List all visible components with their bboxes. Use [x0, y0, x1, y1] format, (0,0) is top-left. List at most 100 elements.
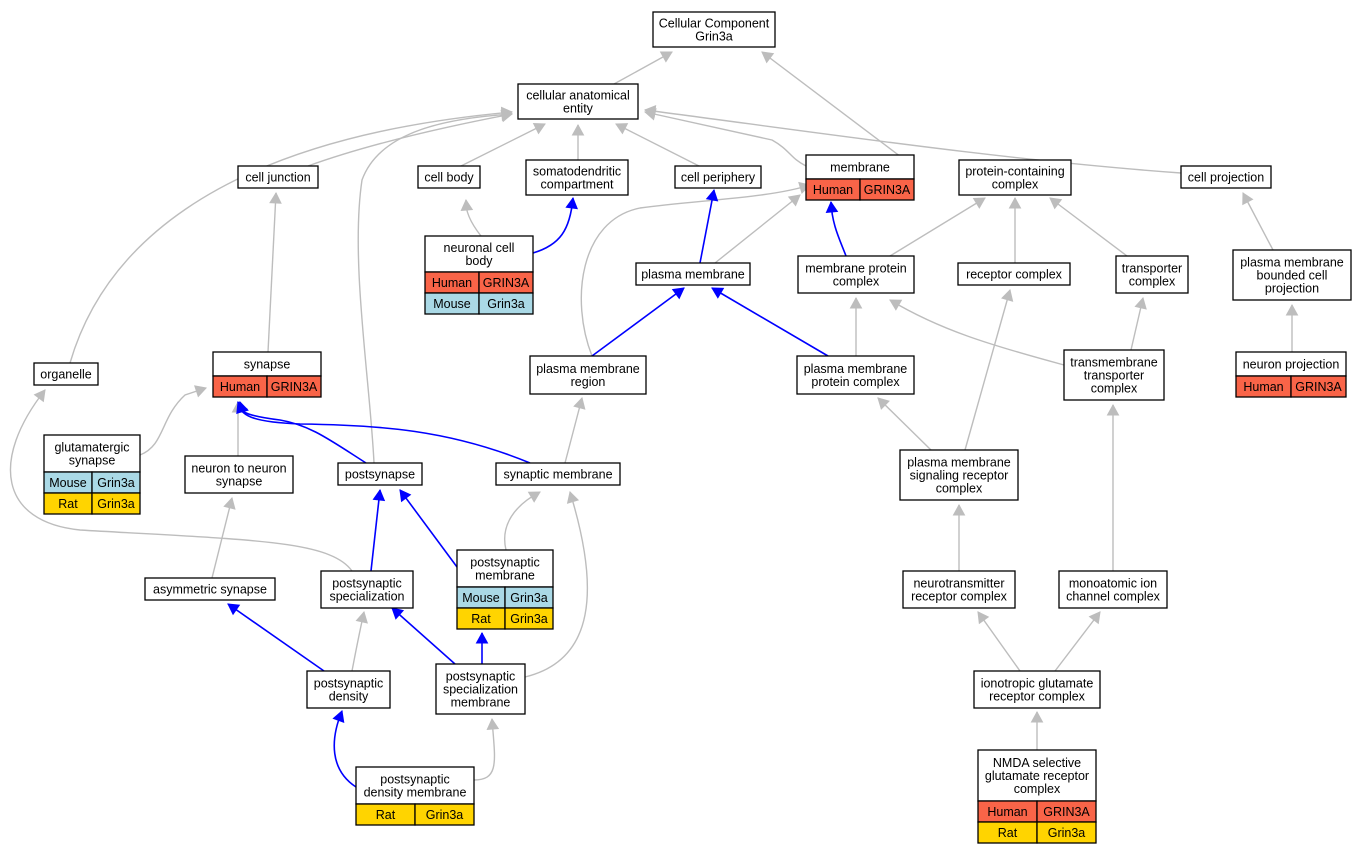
is-a-edge	[761, 51, 906, 161]
go-term-node-cell-body[interactable]: cell body	[417, 165, 481, 189]
is-a-edge	[1285, 303, 1299, 352]
go-term-node-synaptic-membrane[interactable]: synaptic membrane	[495, 462, 621, 486]
is-a-edge	[9, 389, 353, 572]
arrowhead	[1008, 196, 1022, 209]
part-of-edge	[591, 287, 685, 357]
arrowhead	[711, 287, 725, 299]
edge-line	[1049, 197, 1128, 257]
node-box	[796, 355, 915, 395]
node-label: somatodendritic	[533, 165, 621, 179]
species-label: Human	[432, 276, 472, 290]
arrowhead	[889, 299, 903, 311]
arrowhead	[223, 496, 236, 510]
node-label: plasma membrane	[1240, 256, 1344, 270]
arrowhead	[671, 287, 685, 300]
arrowhead	[972, 197, 986, 209]
node-box	[435, 663, 526, 715]
arrowhead	[1134, 296, 1147, 310]
is-a-edge	[714, 194, 801, 264]
edge-line	[69, 111, 513, 364]
go-term-node-postsynapse[interactable]: postsynapse	[337, 462, 423, 486]
edge-line	[1054, 611, 1101, 672]
graph-edges	[9, 51, 1299, 788]
node-label: postsynapse	[345, 468, 415, 482]
edge-line	[139, 387, 207, 456]
node-label: signaling receptor	[910, 469, 1009, 483]
node-label: Grin3a	[695, 30, 733, 44]
node-box	[517, 83, 639, 120]
go-term-node-cell-periphery[interactable]: cell periphery	[674, 165, 762, 189]
node-label: asymmetric synapse	[153, 583, 267, 597]
go-term-node-organelle[interactable]: organelle	[33, 362, 99, 386]
gene-label: Grin3a	[487, 297, 525, 311]
node-label: synaptic membrane	[503, 468, 612, 482]
is-a-edge	[357, 108, 514, 464]
arrowhead	[532, 123, 546, 135]
is-a-edge	[1130, 296, 1147, 351]
is-a-edge	[1106, 403, 1120, 571]
go-term-node-cell-junction[interactable]: cell junction	[237, 165, 319, 189]
species-label: Rat	[471, 612, 491, 626]
arrowhead	[705, 188, 719, 202]
go-term-node-asymmetric-synapse[interactable]: asymmetric synapse	[144, 577, 276, 601]
edge-line	[877, 397, 932, 451]
node-box	[320, 570, 414, 609]
node-label: synapse	[216, 475, 263, 489]
go-term-node-cell-projection[interactable]: cell projection	[1180, 165, 1272, 189]
arrowhead	[527, 491, 541, 503]
go-term-node-plasma-membrane[interactable]: plasma membrane	[635, 262, 751, 286]
node-label: glutamate receptor	[985, 769, 1089, 783]
arrowhead	[1030, 710, 1044, 723]
gene-label: GRIN3A	[1043, 805, 1090, 819]
edge-line	[615, 123, 700, 167]
gene-cell	[266, 375, 322, 398]
arrowhead	[372, 488, 386, 502]
node-label: postsynaptic	[314, 677, 383, 691]
node-box	[674, 165, 762, 189]
is-a-edge	[307, 109, 514, 167]
go-term-node-receptor-complex[interactable]: receptor complex	[957, 262, 1071, 286]
arrowhead	[33, 389, 46, 403]
species-label: Human	[813, 183, 853, 197]
edge-line	[1242, 192, 1274, 251]
is-a-edge	[69, 106, 514, 364]
arrowhead	[194, 385, 207, 398]
node-label: complex	[992, 178, 1039, 192]
node-label: density membrane	[364, 786, 467, 800]
node-label: body	[465, 254, 493, 268]
edge-line	[227, 603, 325, 672]
is-a-edge	[615, 123, 700, 167]
